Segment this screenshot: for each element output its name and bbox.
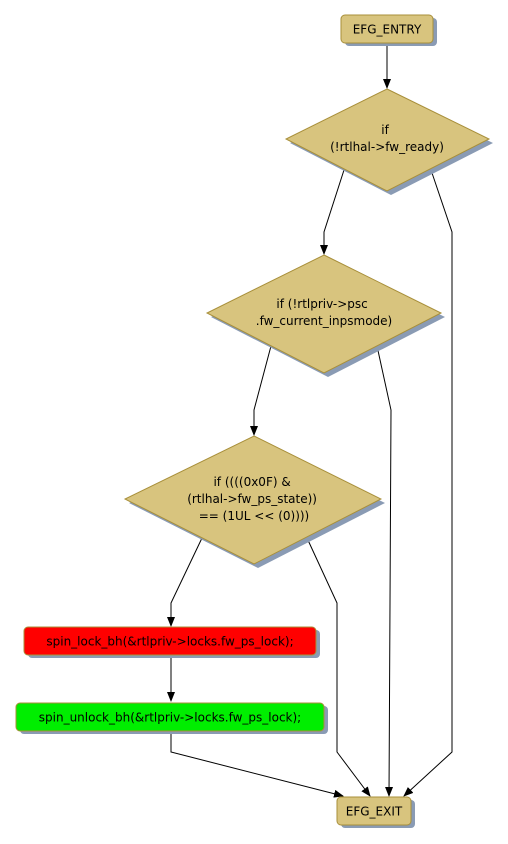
node-efg-exit-label: EFG_EXIT xyxy=(346,805,403,819)
decision-fw-ps-state-label: if ((((0x0F) & (rtlhal->fw_ps_state)) ==… xyxy=(187,475,321,523)
edge-cond2-true-to-cond3 xyxy=(250,345,272,436)
statement-spin-lock-label: spin_lock_bh(&rtlpriv->locks.fw_ps_lock)… xyxy=(46,635,293,649)
node-efg-entry-label: EFG_ENTRY xyxy=(353,23,422,37)
decision-fw-ready: if (!rtlhal->fw_ready) xyxy=(284,88,493,195)
decision-fw-current-inpsmode-label: if (!rtlpriv->psc .fw_current_inpsmode) xyxy=(256,297,392,328)
node-efg-exit: EFG_EXIT xyxy=(336,796,415,828)
edge-cond1-true-to-cond2 xyxy=(320,169,345,255)
statement-spin-unlock-label: spin_unlock_bh(&rtlpriv->locks.fw_ps_loc… xyxy=(39,711,301,725)
node-efg-entry: EFG_ENTRY xyxy=(340,14,437,46)
edge-cond3-false-to-exit xyxy=(306,537,371,797)
decision-fw-ps-state: if ((((0x0F) & (rtlhal->fw_ps_state)) ==… xyxy=(123,435,385,568)
decision-fw-ready-label: if (!rtlhal->fw_ready) xyxy=(330,123,444,154)
edge-cond3-true-to-lock xyxy=(167,537,203,627)
decision-fw-current-inpsmode: if (!rtlpriv->psc .fw_current_inpsmode) xyxy=(205,254,445,377)
statement-spin-unlock: spin_unlock_bh(&rtlpriv->locks.fw_ps_loc… xyxy=(15,702,328,734)
edge-unlock-to-exit xyxy=(170,733,344,798)
edges xyxy=(167,46,453,798)
statement-spin-lock: spin_lock_bh(&rtlpriv->locks.fw_ps_lock)… xyxy=(23,626,320,658)
edge-cond2-false-to-exit xyxy=(376,345,394,797)
edge-cond1-false-to-exit xyxy=(403,169,453,797)
